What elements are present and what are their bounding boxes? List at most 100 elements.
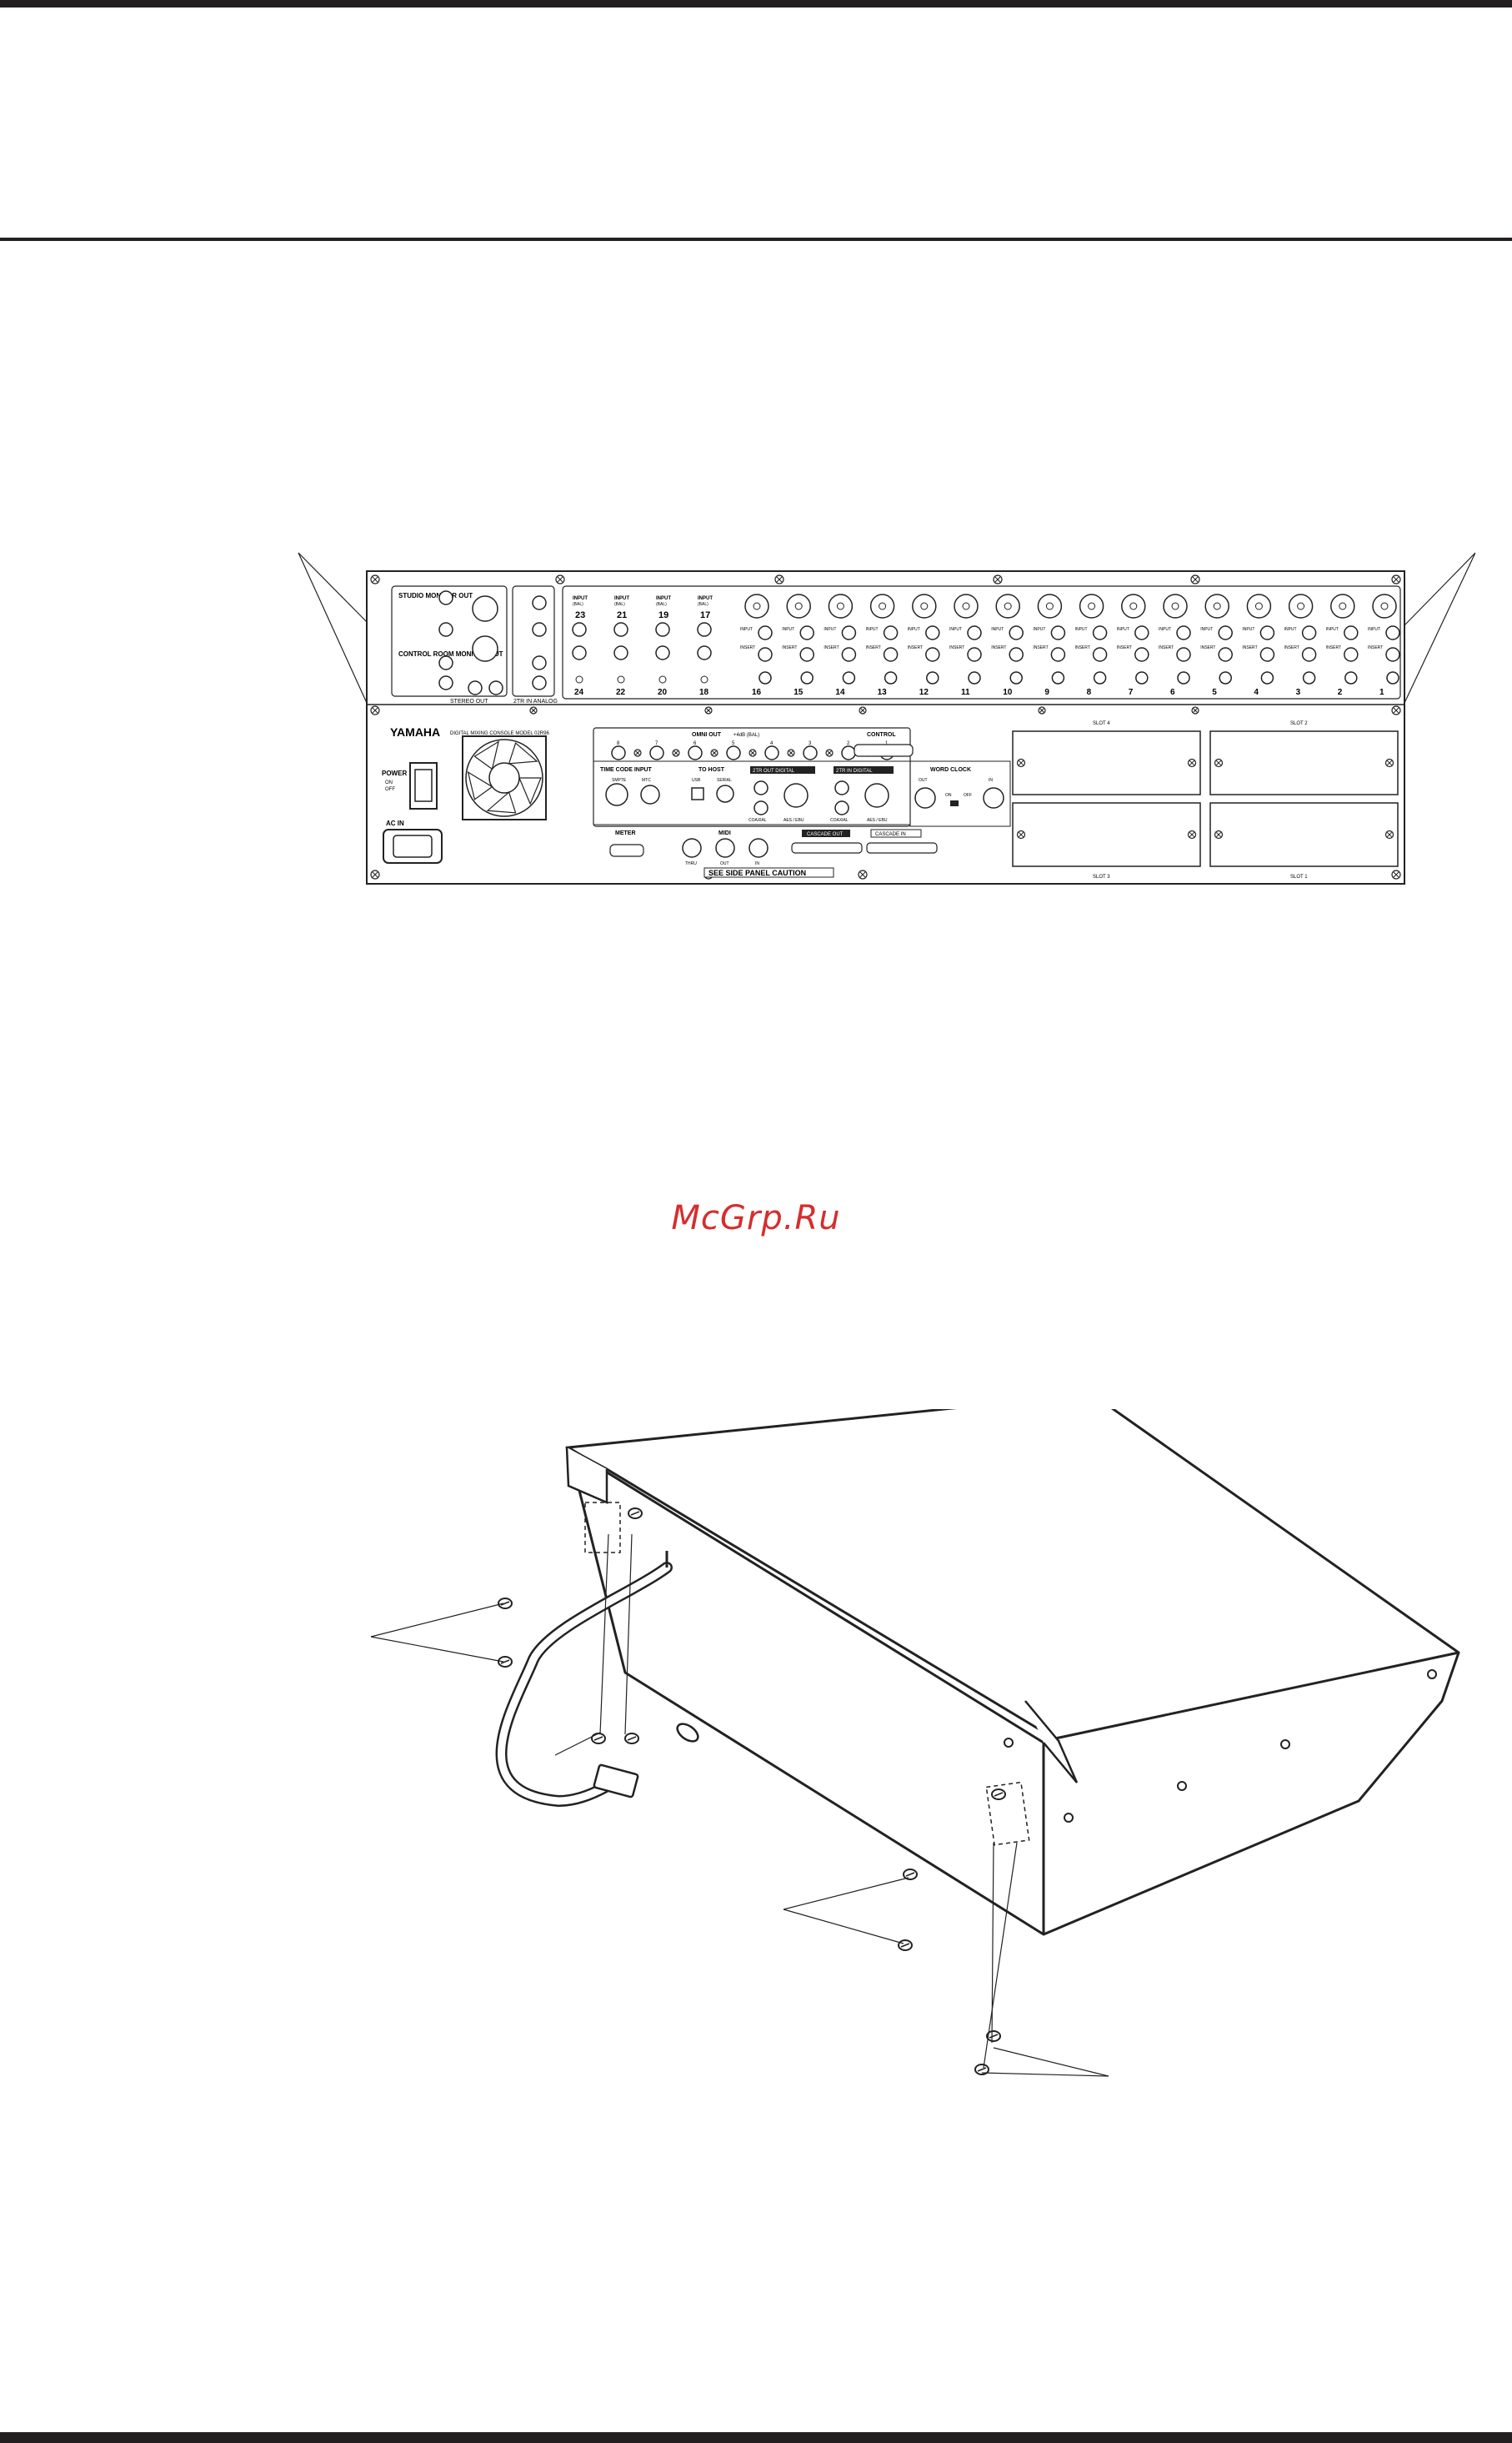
slot-screw-left-2 [1214,758,1224,768]
xlr-input-pin-6 [1171,602,1179,610]
guide-line-1 [599,1533,609,1735]
omni-number-8: 8 [617,741,620,746]
input-number-24: 24 [574,688,584,697]
slot-screw-left-4 [1016,758,1026,768]
coaxial-in-label: COAXIAL [830,818,849,823]
insert-label-2: INSERT [1326,645,1341,650]
slot-1 [1209,802,1399,867]
monitor-trs-jack-0 [438,590,453,605]
input-screw-3 [700,675,708,684]
strip-input-label-3: INPUT [1284,627,1297,632]
gain-trim-3 [1302,671,1316,685]
xlr-input-7 [1121,594,1146,619]
monitor-trs-jack-2 [438,655,453,670]
side-panel-left-end [565,1447,608,1504]
input-number-17: 17 [700,610,710,620]
omni-out-jack-2 [841,745,856,760]
insert-jack-4 [1259,647,1275,662]
panel-screw-top-3-slot-b [994,576,1001,583]
fan-blade-0 [518,777,542,805]
rear-panel-illustration: STUDIO MONITOR OUT CONTROL ROOM MONITOR … [298,552,1475,885]
usb-port [691,787,704,800]
midi-in-label: IN [755,861,759,866]
side-hole-1 [1427,1669,1437,1679]
aes-out-label: AES / EBU [784,818,804,823]
side-hole-2 [1280,1739,1290,1749]
slot-screw-right-4-slot-b [1189,760,1195,766]
xlr-input-6 [1163,594,1188,619]
control-room-label: CONTROL ROOM MONITOR OUT [398,650,503,658]
strip-input-label-8: INPUT [1075,627,1088,632]
gain-trim-16 [759,671,772,685]
input-number-21: 21 [617,610,627,620]
slot-screw-left-2-slot-b [1215,760,1222,766]
input-jack-20 [655,645,670,660]
panel-screw-mid-4 [1191,706,1199,715]
slot-screw-left-4-slot-b [1018,760,1024,766]
insert-jack-6 [1176,647,1191,662]
strip-input-label-12: INPUT [908,627,920,632]
trs-input-4 [1259,625,1275,640]
trs-input-14 [841,625,857,640]
panel-screw-mid-3 [1038,706,1046,715]
two-tr-in-block [512,585,555,697]
channel-number-16: 16 [752,688,762,697]
input-number-22: 22 [616,688,626,697]
xlr-input-2 [1330,594,1355,619]
omni-screw-4 [787,749,795,757]
input-jack-21 [613,622,628,637]
mount-screw-2 [591,1733,606,1744]
xlr-input-11 [954,594,979,619]
connector-port [676,1723,699,1743]
trs-input-10 [1009,625,1024,640]
channel-number-2: 2 [1338,688,1343,697]
callout-screws-a1 [370,1603,504,1638]
input-number-19: 19 [658,610,668,620]
mount-screw-2-slot [593,1736,603,1741]
wc-out-jack [914,787,936,809]
model-line: DIGITAL MIXING CONSOLE MODEL 02R96 [450,731,549,736]
wc-in-label: IN [989,778,993,783]
gain-trim-15 [800,671,814,685]
input-label-23: INPUT [573,596,588,601]
omni-screw-2-slot-b [712,750,717,755]
trs-input-12 [925,625,940,640]
aes-in-jack [864,783,889,808]
mount-screw-0 [498,1598,513,1609]
insert-jack-15 [799,647,814,662]
panel-screw-mid-2 [859,706,867,715]
trs-input-2 [1344,625,1359,640]
input-bal-label-19: (BAL) [656,602,667,607]
insert-label-12: INSERT [908,645,923,650]
input-jack-17 [697,622,712,637]
two-tr-in-jack-2 [532,655,547,670]
panel-screw-mid-4-slot-b [1193,708,1198,713]
panel-screw-mid-left-slot-b [372,707,378,714]
panel-screw-bottom-3 [1391,870,1401,880]
omni-number-6: 6 [693,741,697,746]
channel-number-10: 10 [1003,688,1013,697]
insert-label-16: INSERT [740,645,755,650]
panel-screw-top-0 [370,574,380,584]
stereo-out-rca-1 [488,680,503,695]
cascade-in-label: CASCADE IN [875,832,906,837]
input-jack-24 [572,645,587,660]
insert-jack-5 [1218,647,1233,662]
panel-screw-mid-3-slot-b [1039,708,1044,713]
strip-input-label-15: INPUT [782,627,794,632]
midi-out-label: OUT [720,861,729,866]
panel-screw-bottom-3-slot-b [1393,871,1399,878]
strip-input-label-14: INPUT [824,627,836,632]
bracket-left [584,1502,621,1553]
coaxial-out-jack-2 [753,800,769,815]
power-on-label: ON [385,780,393,785]
panel-screw-bottom-0 [370,870,380,880]
insert-jack-16 [758,647,773,662]
callout-screws-d2 [981,2072,1109,2077]
watermark: McGrp.Ru [671,1199,841,1237]
mount-screw-0-slot [500,1601,510,1606]
midi-thru-label: THRU [685,861,697,866]
wc-termination-switch[interactable] [950,800,959,806]
panel-screw-top-1-slot-b [557,576,563,583]
insert-jack-9 [1050,647,1066,662]
